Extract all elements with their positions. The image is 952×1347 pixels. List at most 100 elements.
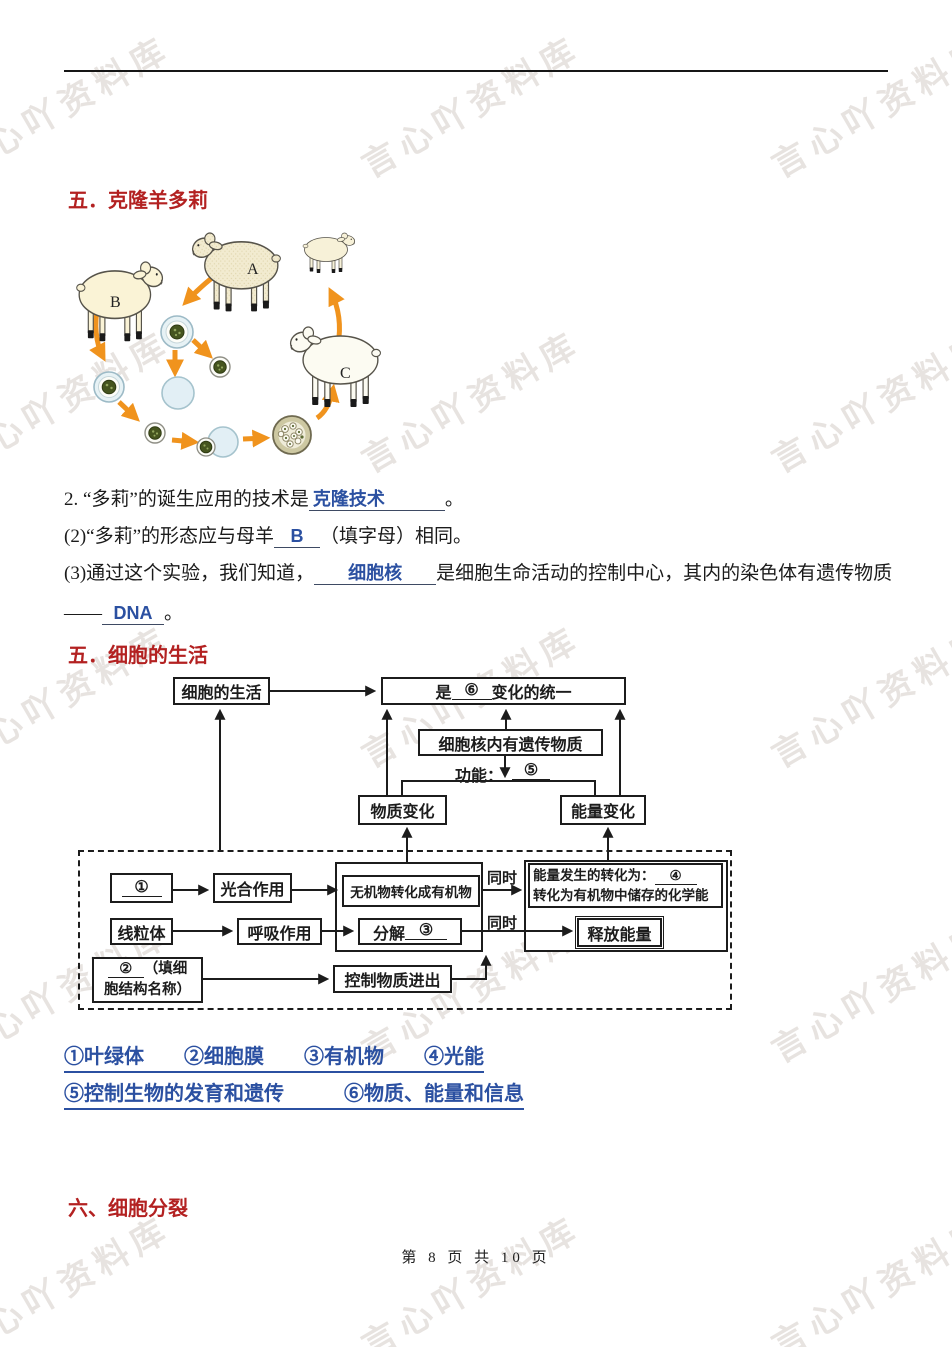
question-2b-text: (2)“多莉”的形态应与母羊 xyxy=(64,526,275,547)
question-2-period: 。 xyxy=(444,489,464,510)
node-control-in-out: 控制物质进出 xyxy=(333,965,452,993)
dolly-cloning-diagram: A B C xyxy=(75,232,382,458)
watermark: 言心吖资料库 xyxy=(355,1209,588,1347)
simultaneous-label-2: 同时 xyxy=(487,915,518,932)
sheep-a xyxy=(189,232,282,313)
decompose-pre: 分解 xyxy=(372,925,405,943)
node-energy-conversion: 能量发生的转化为：④ 转化为有机物中储存的化学能 xyxy=(528,863,723,908)
node-matter-change: 物质变化 xyxy=(358,795,447,825)
membrane-blank-answer: ② xyxy=(119,961,133,977)
sheep-c xyxy=(287,326,382,408)
embryo xyxy=(272,415,312,455)
node-matter-change-label: 物质变化 xyxy=(370,804,435,821)
watermark: 言心吖资料库 xyxy=(0,1209,178,1347)
blank-1-line: ① xyxy=(121,878,162,897)
node-control-label: 控制物质进出 xyxy=(344,973,441,990)
donor-cell-a xyxy=(160,315,194,349)
unity-post: 变化的统一 xyxy=(491,685,572,702)
section-heading-dolly: 五．克隆羊多莉 xyxy=(68,190,208,212)
function-label: 功能： xyxy=(455,762,503,786)
watermark: 言心吖资料库 xyxy=(765,29,952,186)
node-energy-change: 能量变化 xyxy=(560,795,646,825)
sheep-a-label: A xyxy=(247,261,259,278)
membrane-line1: ② （填细 xyxy=(107,959,188,980)
question-2-text: 2. “多莉”的诞生应用的技术是 xyxy=(64,489,309,510)
watermark: 言心吖资料库 xyxy=(765,1209,952,1347)
question-2: 2. “多莉”的诞生应用的技术是克隆技术 。 xyxy=(64,484,464,511)
nucleus-from-b xyxy=(144,422,166,444)
sheep-c-label: C xyxy=(340,365,351,382)
question-2b: (2)“多莉”的形态应与母羊 B （填字母）相同。 xyxy=(64,521,472,548)
question-3b-blank[interactable]: DNA xyxy=(102,603,164,625)
membrane-line2: 胞结构名称） xyxy=(104,982,191,998)
node-decompose: 分解 ③ xyxy=(358,918,462,945)
donor-cell-b xyxy=(93,371,125,403)
energy-conversion-line1: 能量发生的转化为： ④ xyxy=(533,866,697,886)
simultaneous-label-1: 同时 xyxy=(487,870,518,887)
watermark: 言心吖资料库 xyxy=(355,29,588,186)
watermark: 言心吖资料库 xyxy=(765,324,952,481)
question-3b-answer: DNA xyxy=(113,603,153,623)
question-3-text: (3)通过这个实验，我们知道， xyxy=(64,563,315,584)
function-blank-answer: ⑤ xyxy=(523,762,539,779)
energy-conversion-pre: 能量发生的转化为： xyxy=(533,867,655,883)
question-3-blank[interactable]: 细胞核 xyxy=(314,563,437,585)
node-nucleus: 细胞核内有遗传物质 xyxy=(418,729,603,756)
question-3-dash: —— xyxy=(64,603,102,624)
node-inorganic-label: 无机物转化成有机物 xyxy=(350,885,472,900)
unity-blank[interactable]: ⑥ xyxy=(451,681,492,700)
node-energy-change-label: 能量变化 xyxy=(570,804,635,821)
question-3: (3)通过这个实验，我们知道， 细胞核 是细胞生命活动的控制中心，其内的染色体有遗传… xyxy=(64,558,892,585)
question-3-suffix: 是细胞生命活动的控制中心，其内的染色体有遗传物质 xyxy=(436,563,893,584)
question-3b-period: 。 xyxy=(164,603,184,624)
unity-blank-answer: ⑥ xyxy=(464,681,479,699)
question-2-answer: 克隆技术 xyxy=(312,489,385,509)
page-footer: 第 8 页 共 10 页 xyxy=(401,1250,551,1266)
decompose-blank[interactable]: ③ xyxy=(405,923,447,940)
function-blank[interactable]: ⑤ xyxy=(512,762,550,780)
question-3-cont: —— DNA 。 xyxy=(64,598,183,625)
unity-pre: 是 xyxy=(435,685,452,702)
flowchart-connectors xyxy=(173,685,626,985)
decompose-answer: ③ xyxy=(418,922,434,939)
question-2b-blank[interactable]: B xyxy=(274,526,321,548)
node-respiration: 呼吸作用 xyxy=(237,918,322,945)
cell-structure-dashed-region xyxy=(78,850,732,1010)
question-3-answer: 细胞核 xyxy=(348,563,403,583)
membrane-line1-rest: （填细 xyxy=(143,961,188,977)
watermark: 言心吖资料库 xyxy=(0,29,178,186)
node-cell-life-label: 细胞的生活 xyxy=(181,685,262,702)
node-photosynthesis: 光合作用 xyxy=(213,873,292,903)
function-label-text: 功能： xyxy=(455,768,504,785)
question-2-blank[interactable]: 克隆技术 xyxy=(308,489,445,511)
section-heading-cell-division: 六、细胞分裂 xyxy=(68,1198,188,1220)
node-photosynthesis-label: 光合作用 xyxy=(220,882,285,899)
node-blank-1[interactable]: ① xyxy=(110,873,173,903)
node-nucleus-label: 细胞核内有遗传物质 xyxy=(438,736,583,754)
section-heading-cell-life: 五．细胞的生活 xyxy=(68,645,208,667)
question-2b-suffix: （填字母）相同。 xyxy=(320,526,473,547)
node-release-energy: 释放能量 xyxy=(574,915,665,950)
node-mitochondria-label: 线粒体 xyxy=(117,925,166,943)
node-mitochondria: 线粒体 xyxy=(110,918,173,945)
energy-conversion-blank[interactable]: ④ xyxy=(654,867,697,885)
energy-conversion-answer: ④ xyxy=(669,867,682,883)
node-inorganic-to-organic: 无机物转化成有机物 xyxy=(342,875,480,907)
sheep-b-label: B xyxy=(110,294,121,311)
blank-1-answer: ① xyxy=(134,878,149,896)
enucleated-egg-cell xyxy=(161,376,195,410)
answer-key-line-1: ①叶绿体 ②细胞膜 ③有机物 ④光能 xyxy=(64,1040,484,1073)
membrane-blank-line: ② xyxy=(107,961,144,978)
node-respiration-label: 呼吸作用 xyxy=(247,925,312,943)
question-2b-answer: B xyxy=(290,526,304,546)
node-release-energy-label: 释放能量 xyxy=(587,926,652,944)
nucleus-from-a xyxy=(209,356,231,378)
header-rule xyxy=(64,70,888,72)
function-blank-line: ⑤ xyxy=(512,763,550,780)
answer-key-line-2: ⑤控制生物的发育和遗传 ⑥物质、能量和信息 xyxy=(64,1077,524,1110)
lamb-dolly xyxy=(302,232,357,274)
fused-cell xyxy=(196,426,239,458)
node-membrane[interactable]: ② （填细 胞结构名称） xyxy=(92,957,203,1003)
